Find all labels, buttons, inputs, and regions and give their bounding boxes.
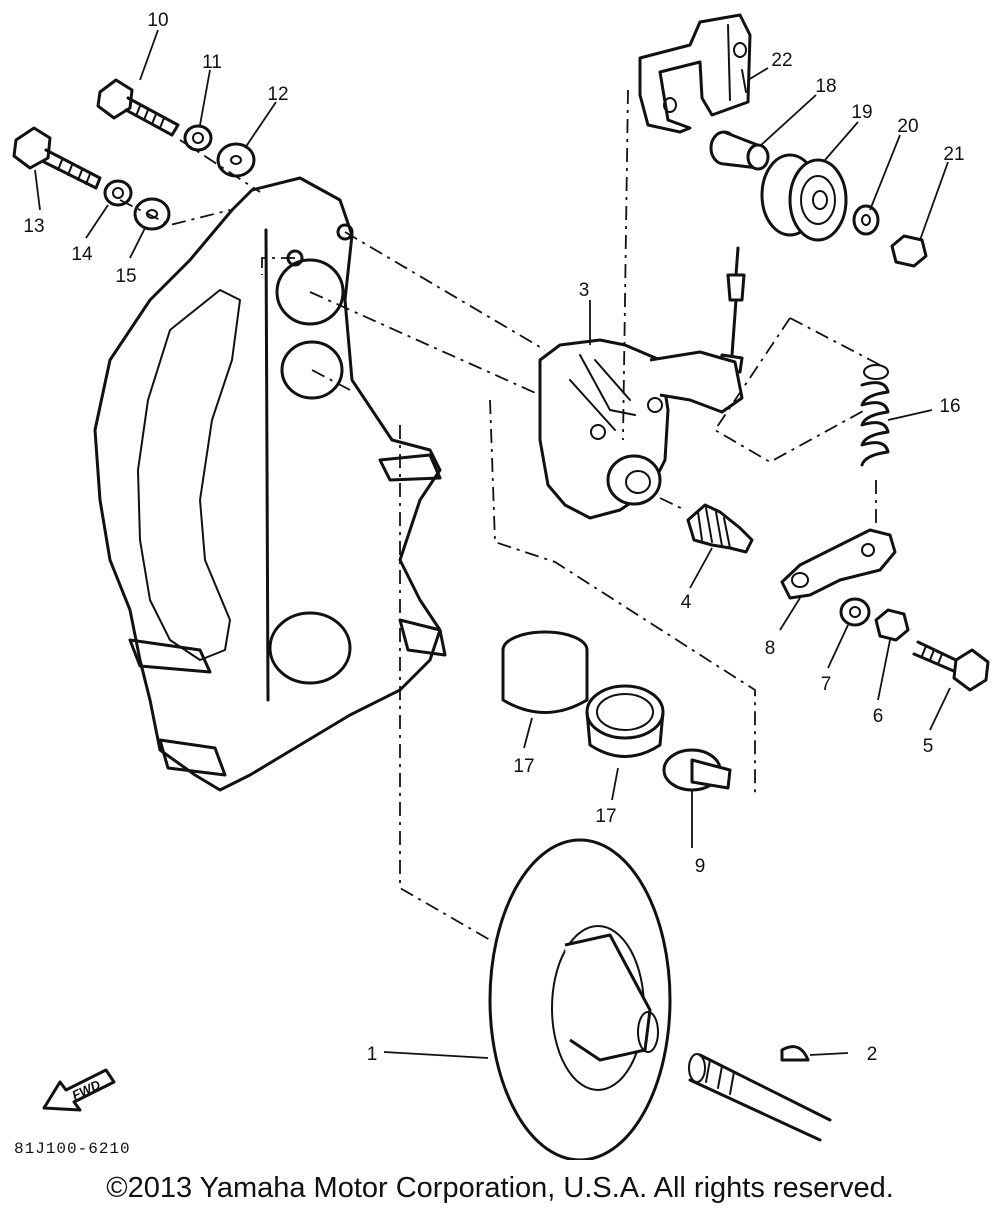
washer-12 bbox=[216, 142, 256, 178]
lock-washer-14 bbox=[103, 179, 133, 207]
callout-3: 3 bbox=[579, 280, 590, 301]
spring-16 bbox=[860, 364, 890, 467]
callout-15: 15 bbox=[115, 266, 136, 287]
copyright-notice: ©2013 Yamaha Motor Corporation, U.S.A. A… bbox=[106, 1172, 894, 1204]
housing-3 bbox=[538, 338, 744, 520]
callout-1: 1 bbox=[367, 1044, 378, 1065]
bolt-10 bbox=[96, 78, 180, 137]
woodruff-key-2 bbox=[780, 1045, 810, 1062]
bolt-13 bbox=[12, 126, 102, 190]
crankshaft bbox=[688, 1053, 832, 1142]
callout-12: 12 bbox=[267, 84, 288, 105]
washer-15 bbox=[133, 197, 171, 231]
callout-18: 18 bbox=[815, 76, 836, 97]
worm-gear-4 bbox=[686, 503, 754, 554]
callout-14: 14 bbox=[71, 244, 93, 265]
washer-7 bbox=[839, 597, 871, 627]
cable-end bbox=[718, 246, 746, 374]
callout-6: 6 bbox=[873, 706, 884, 727]
callout-8: 8 bbox=[765, 638, 776, 659]
callout-11: 11 bbox=[202, 52, 222, 73]
sheave-1 bbox=[488, 838, 672, 1160]
exploded-parts-diagram: FWD 10 11 12 13 14 15 22 18 19 20 21 3 1… bbox=[12, 10, 990, 1160]
lever-8 bbox=[780, 528, 897, 600]
callout-19: 19 bbox=[851, 102, 872, 123]
bracket-22 bbox=[638, 13, 752, 134]
callout-22: 22 bbox=[771, 50, 792, 71]
callout-9: 9 bbox=[695, 856, 706, 877]
washer-20 bbox=[852, 204, 880, 236]
cap-9 bbox=[662, 748, 732, 792]
crankcase-cover bbox=[93, 176, 447, 792]
callout-21: 21 bbox=[943, 144, 964, 165]
callout-5: 5 bbox=[923, 736, 934, 757]
pulley-19 bbox=[760, 153, 848, 242]
callout-17-front: 17 bbox=[513, 756, 534, 777]
diagram-code: 81J100-6210 bbox=[14, 1140, 131, 1158]
callout-20: 20 bbox=[897, 116, 918, 137]
nut-6 bbox=[874, 608, 910, 642]
callout-10: 10 bbox=[147, 10, 168, 31]
nut-21 bbox=[890, 234, 928, 268]
callout-16: 16 bbox=[939, 396, 960, 417]
callout-2: 2 bbox=[867, 1044, 878, 1065]
seal-17-back bbox=[585, 684, 665, 758]
bolt-5 bbox=[912, 640, 990, 692]
callout-13: 13 bbox=[23, 216, 44, 237]
callout-17-back: 17 bbox=[595, 806, 616, 827]
seal-17-front bbox=[501, 630, 589, 714]
callout-4: 4 bbox=[681, 592, 692, 613]
callout-7: 7 bbox=[821, 674, 832, 695]
shaft-18 bbox=[709, 130, 770, 171]
fwd-arrow-icon: FWD bbox=[42, 1068, 116, 1112]
lock-washer-11 bbox=[183, 124, 213, 152]
